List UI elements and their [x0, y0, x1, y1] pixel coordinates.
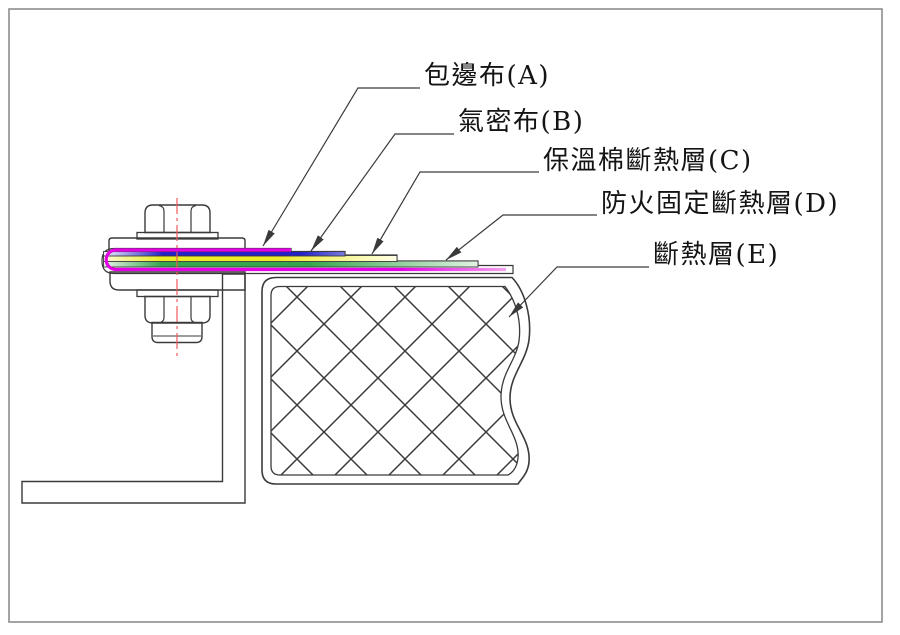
insulation-block-e — [261, 276, 531, 485]
leader-c — [371, 171, 539, 255]
layer-a-edge-wrap-magenta — [104, 248, 506, 272]
leader-d — [445, 214, 597, 261]
insulation-strip — [101, 247, 514, 275]
label-a-edge-wrap-cloth: 包邊布(A) — [424, 61, 551, 91]
leader-e — [508, 266, 649, 318]
support-bracket — [21, 273, 246, 504]
leader-lines — [262, 87, 649, 318]
layer-b-airtight-blue — [103, 251, 346, 257]
block-crosshatch — [270, 285, 521, 476]
drawing-border-frame — [8, 8, 883, 623]
leader-b — [310, 133, 454, 252]
label-b-airtight-cloth: 氣密布(B) — [458, 107, 585, 137]
upper-hex-nut — [144, 204, 211, 234]
lower-clamp-plate — [109, 271, 246, 291]
label-e-heat-break-layer: 斷熱層(E) — [653, 240, 780, 270]
leader-a — [262, 87, 420, 247]
block-outer-edge — [261, 276, 531, 485]
label-d-fireproof-fixed-layer: 防火固定斷熱層(D) — [601, 189, 840, 219]
label-c-insulation-cotton: 保溫棉斷熱層(C) — [543, 146, 753, 176]
